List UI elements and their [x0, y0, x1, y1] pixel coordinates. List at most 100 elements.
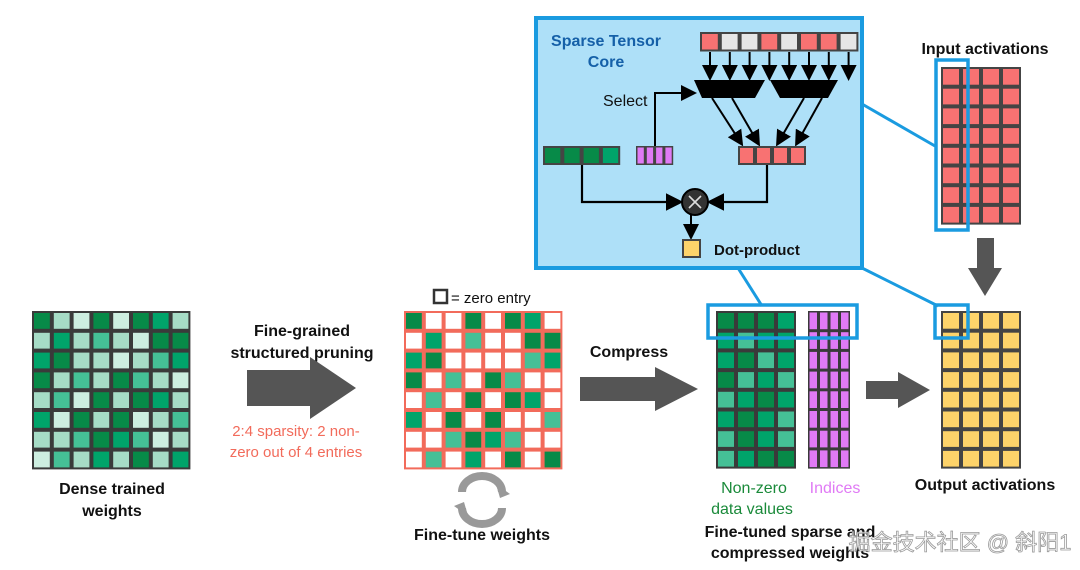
matrix-cell — [113, 451, 129, 468]
matrix-cell — [718, 450, 734, 467]
nonzero-label-1: Non-zero — [721, 480, 787, 497]
matrix-cell — [963, 352, 979, 369]
matrix-cell — [53, 392, 70, 408]
matrix-cell — [778, 313, 794, 329]
matrix-cell — [983, 167, 999, 184]
matrix-cell — [34, 332, 50, 349]
matrix-cell — [133, 412, 149, 428]
matrix-cell — [93, 392, 110, 408]
indices-label: Indices — [810, 480, 861, 497]
matrix-cell — [830, 391, 838, 408]
matrix-cell — [778, 450, 794, 467]
matrix-cell — [425, 313, 442, 329]
matrix-cell — [485, 412, 501, 428]
matrix-cell — [53, 313, 70, 329]
matrix-cell — [93, 412, 110, 428]
matrix-cell — [485, 352, 501, 369]
nonzero-label-2: data values — [711, 501, 793, 518]
matrix-cell — [406, 412, 422, 428]
matrix-cell — [445, 431, 462, 448]
matrix-cell — [133, 352, 149, 369]
matrix-cell — [983, 147, 999, 164]
matrix-cell — [93, 352, 110, 369]
matrix-cell — [820, 312, 828, 330]
matrix-cell — [718, 391, 734, 408]
matrix-cell — [152, 313, 169, 329]
matrix-cell — [738, 411, 754, 428]
matrix-cell — [73, 352, 90, 369]
matrix-cell — [809, 391, 817, 408]
multiply-icon — [681, 188, 709, 216]
matrix-background — [738, 146, 806, 165]
matrix-cell — [445, 392, 462, 408]
matrix-cell — [983, 372, 999, 388]
matrix-cell — [841, 430, 849, 448]
matrix-cell — [983, 411, 999, 428]
matrix-cell — [152, 431, 169, 448]
matrix-cell — [53, 412, 70, 428]
selected-activation-vector — [738, 146, 806, 165]
matrix-cell — [841, 351, 849, 369]
matrix-cell — [830, 430, 838, 448]
matrix-cell — [172, 451, 189, 468]
matrix-cell — [718, 352, 734, 369]
matrix-cell — [113, 372, 129, 389]
matrix-cell — [425, 392, 442, 408]
matrix-cell — [943, 187, 959, 203]
matrix-cell — [718, 411, 734, 428]
pruning-title-2: structured pruning — [230, 345, 373, 362]
matrix-cell — [505, 412, 521, 428]
matrix-cell — [113, 392, 129, 408]
matrix-cell — [963, 431, 979, 447]
matrix-cell — [133, 431, 149, 448]
matrix-cell — [602, 148, 619, 163]
matrix-cell — [656, 147, 663, 164]
matrix-cell — [738, 372, 754, 388]
core-title-1: Sparse Tensor — [551, 33, 661, 50]
matrix-cell — [718, 372, 734, 388]
matrix-cell — [34, 412, 50, 428]
matrix-cell — [758, 411, 774, 428]
matrix-cell — [1003, 450, 1019, 467]
matrix-cell — [583, 148, 599, 163]
core-title-2: Core — [588, 54, 625, 71]
matrix-cell — [406, 451, 422, 468]
matrix-cell — [963, 108, 979, 125]
matrix-cell — [820, 351, 828, 369]
matrix-cell — [133, 451, 149, 468]
matrix-cell — [983, 352, 999, 369]
matrix-cell — [830, 411, 838, 428]
dense-weights-matrix — [32, 311, 191, 470]
matrix-cell — [721, 34, 738, 50]
matrix-cell — [465, 332, 482, 349]
matrix-cell — [465, 451, 482, 468]
dense-label-1: Dense trained — [59, 481, 165, 498]
matrix-cell — [152, 352, 169, 369]
matrix-cell — [524, 332, 541, 349]
matrix-cell — [718, 313, 734, 329]
matrix-cell — [524, 412, 541, 428]
matrix-cell — [406, 392, 422, 408]
zero-entry-legend-icon — [432, 288, 449, 305]
compressed-caption-2: compressed weights — [711, 545, 869, 562]
matrix-cell — [172, 392, 189, 408]
matrix-cell — [505, 451, 521, 468]
output-label: Output activations — [915, 477, 1056, 494]
matrix-cell — [820, 391, 828, 408]
sparse-tensor-core-box: Sparse Tensor Core Select Dot-product — [534, 16, 864, 270]
matrix-cell — [983, 69, 999, 85]
mux-left — [694, 80, 765, 98]
matrix-cell — [943, 69, 959, 85]
matrix-cell — [524, 313, 541, 329]
matrix-cell — [702, 34, 718, 50]
matrix-cell — [172, 412, 189, 428]
dot-product-label: Dot-product — [714, 242, 800, 259]
highlight-input-column — [934, 58, 970, 232]
matrix-cell — [133, 313, 149, 329]
matrix-cell — [778, 352, 794, 369]
matrix-cell — [718, 431, 734, 447]
matrix-cell — [505, 392, 521, 408]
matrix-cell — [840, 34, 857, 50]
matrix-cell — [963, 147, 979, 164]
